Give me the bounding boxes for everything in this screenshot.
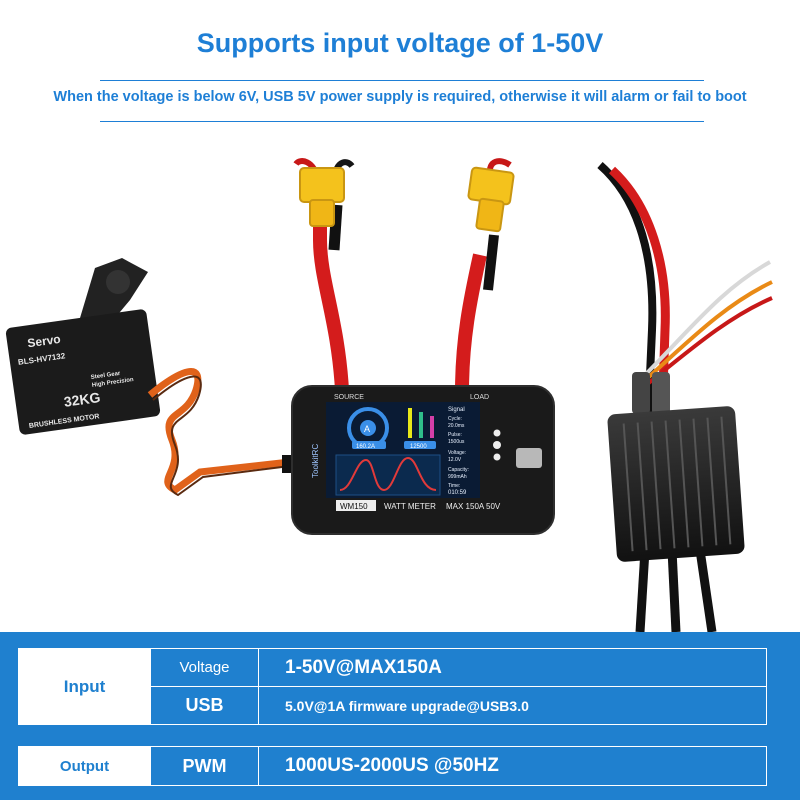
signal-label: Signal	[448, 407, 465, 413]
time-value: 010:59	[448, 490, 467, 496]
usb-label: USB	[150, 686, 259, 725]
servo-gear: Steel Gear	[90, 371, 121, 381]
input-header: Input	[18, 648, 151, 725]
cycle-label: Cycle:	[448, 416, 462, 422]
spec-table: Input Voltage 1-50V@MAX150A USB 5.0V@1A …	[0, 632, 800, 800]
pulse-label: Pulse:	[448, 432, 462, 438]
esc-wires	[597, 161, 773, 632]
source-connector	[293, 158, 355, 391]
gauge-letter: A	[364, 424, 370, 434]
bar-value: 12500	[410, 444, 427, 450]
voltage-label: Voltage:	[448, 450, 466, 456]
gauge-value: 160.2A	[356, 444, 375, 450]
model-label: WM150	[340, 502, 368, 511]
voltage-label: Voltage	[150, 648, 259, 687]
pwm-label: PWM	[150, 746, 259, 786]
select-button-icon	[493, 441, 501, 449]
brand-label: ToolkitRC	[311, 444, 320, 478]
servo-tag: 32KG	[63, 389, 102, 410]
esc-body	[607, 372, 745, 562]
product-photo: Servo BLS-HV7132 Steel Gear High Precisi…	[5, 158, 773, 632]
usb-value: 5.0V@1A firmware upgrade@USB3.0	[258, 686, 767, 725]
servo: Servo BLS-HV7132 Steel Gear High Precisi…	[5, 258, 296, 497]
meter-screen: A 160.2A 12500 Signal Cycle: 20.0ms Puls…	[326, 402, 480, 498]
knob-icon	[516, 448, 542, 468]
page-title: Supports input voltage of 1-50V	[196, 28, 604, 58]
up-button-icon	[493, 429, 501, 437]
load-connector	[455, 158, 515, 393]
time-label: Time:	[448, 483, 460, 489]
pwm-value: 1000US-2000US @50HZ	[258, 746, 767, 786]
source-label: SOURCE	[334, 394, 364, 401]
page-subtitle: When the voltage is below 6V, USB 5V pow…	[53, 89, 747, 105]
voltage-value: 12.0V	[448, 457, 462, 463]
meter-name: WATT METER	[384, 502, 436, 511]
divider-bottom	[100, 121, 704, 122]
output-header: Output	[18, 746, 151, 786]
watt-meter: SOURCE LOAD ToolkitRC A 160.2A 12500 Sig…	[291, 385, 555, 535]
voltage-value: 1-50V@MAX150A	[258, 648, 767, 687]
rating-label: MAX 150A 50V	[446, 502, 501, 511]
pulse-value: 1500us	[448, 439, 465, 445]
divider-top	[100, 80, 704, 81]
capacity-value: 999mAh	[448, 474, 467, 480]
servo-precision: High Precision	[92, 377, 135, 389]
load-label: LOAD	[470, 394, 489, 401]
down-button-icon	[493, 453, 501, 461]
cycle-value: 20.0ms	[448, 423, 465, 429]
servo-brand: Servo	[27, 332, 62, 351]
capacity-label: Capacity:	[448, 467, 469, 473]
